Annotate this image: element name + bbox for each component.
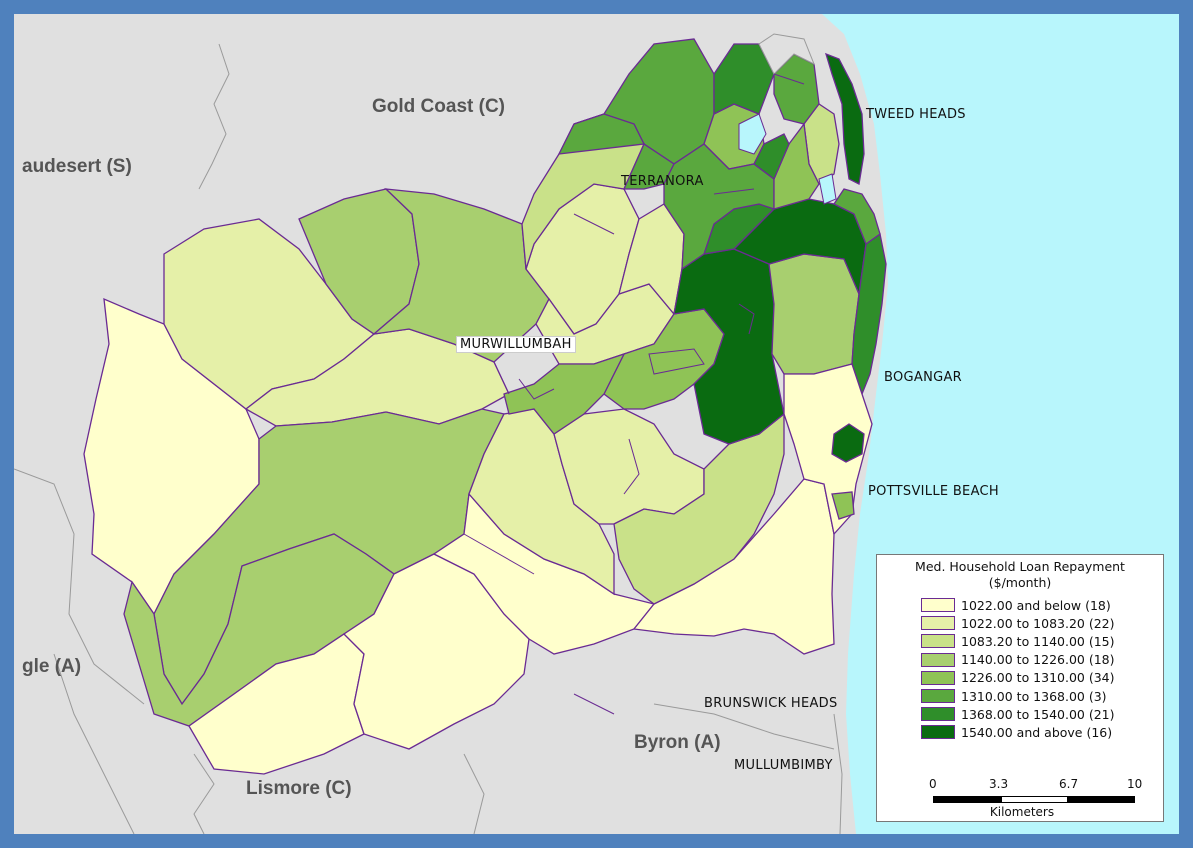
region-central-east[interactable] <box>613 412 785 605</box>
legend-swatch <box>921 707 955 722</box>
scale-segment <box>933 796 1003 803</box>
map-panel: Gold Coast (C) audesert (S) gle (A) Byro… <box>14 14 1179 834</box>
legend-row: 1022.00 and below (18) <box>921 596 1163 614</box>
legend-title: Med. Household Loan Repayment ($/month) <box>877 559 1163 591</box>
legend-row: 1226.00 to 1310.00 (34) <box>921 669 1163 687</box>
legend-rows: 1022.00 and below (18) 1022.00 to 1083.2… <box>921 596 1163 742</box>
region-south-coast[interactable] <box>783 363 873 536</box>
map-legend: Med. Household Loan Repayment ($/month) … <box>876 554 1164 822</box>
legend-swatch <box>921 652 955 667</box>
legend-swatch <box>921 616 955 631</box>
legend-label: 1022.00 and below (18) <box>961 597 1111 613</box>
internal-boundaries <box>463 73 805 715</box>
legend-row: 1140.00 to 1226.00 (18) <box>921 651 1163 669</box>
region-far-north-4[interactable] <box>713 43 775 116</box>
region-estuary[interactable] <box>753 133 790 181</box>
label-brunswick-heads: BRUNSWICK HEADS <box>704 696 838 711</box>
legend-label: 1140.00 to 1226.00 (18) <box>961 652 1115 668</box>
legend-label: 1083.20 to 1140.00 (15) <box>961 633 1115 649</box>
legend-swatch <box>921 689 955 704</box>
label-terranora: TERRANORA <box>621 174 704 189</box>
legend-title-line1: Med. Household Loan Repayment <box>915 559 1125 574</box>
label-byron: Byron (A) <box>634 732 721 753</box>
label-gold-coast: Gold Coast (C) <box>372 96 505 117</box>
region-pottsville[interactable] <box>831 423 865 463</box>
label-murwillumbah: MURWILLUMBAH <box>456 336 576 353</box>
scale-segment <box>1067 796 1135 803</box>
region-north-coast[interactable] <box>833 188 881 246</box>
label-mullumbimby: MULLUMBIMBY <box>734 758 833 773</box>
region-tweed-heads-4[interactable] <box>773 122 820 210</box>
legend-row: 1310.00 to 1368.00 (3) <box>921 687 1163 705</box>
neighbour-boundaries <box>14 43 843 834</box>
legend-title-line2: ($/month) <box>988 575 1052 590</box>
scale-unit: Kilometers <box>989 805 1055 819</box>
scale-tick: 6.7 <box>1059 777 1079 791</box>
scale-tick: 0 <box>929 777 937 791</box>
legend-row: 1083.20 to 1140.00 (15) <box>921 632 1163 650</box>
label-bogangar: BOGANGAR <box>884 370 963 385</box>
region-east[interactable] <box>768 253 860 375</box>
region-near-murwillumbah[interactable] <box>503 352 626 435</box>
region-pottsville-2[interactable] <box>831 491 855 520</box>
scale-tick: 10 <box>1127 777 1143 791</box>
legend-label: 1226.00 to 1310.00 (34) <box>961 670 1115 686</box>
estuary-water <box>738 113 767 155</box>
label-lismore: Lismore (C) <box>246 778 352 799</box>
legend-label: 1368.00 to 1540.00 (21) <box>961 706 1115 722</box>
legend-label: 1540.00 and above (16) <box>961 724 1113 740</box>
scale-bar: 0 3.3 6.7 10 Kilometers <box>897 777 1147 819</box>
label-tweed-heads: TWEED HEADS <box>866 107 966 122</box>
legend-label: 1310.00 to 1368.00 (3) <box>961 688 1107 704</box>
estuary-water-2 <box>818 173 837 205</box>
legend-row: 1540.00 and above (16) <box>921 723 1163 741</box>
legend-swatch <box>921 670 955 685</box>
region-tweed-heads-2[interactable] <box>824 52 865 185</box>
scale-segment <box>1001 796 1069 803</box>
legend-row: 1368.00 to 1540.00 (21) <box>921 705 1163 723</box>
legend-row: 1022.00 to 1083.20 (22) <box>921 614 1163 632</box>
legend-label: 1022.00 to 1083.20 (22) <box>961 615 1115 631</box>
scale-tick: 3.3 <box>989 777 1009 791</box>
legend-swatch <box>921 725 955 740</box>
legend-swatch <box>921 598 955 613</box>
region-terranora[interactable] <box>663 143 775 271</box>
label-kyogle: gle (A) <box>22 656 82 677</box>
legend-swatch <box>921 634 955 649</box>
region-south-2[interactable] <box>342 553 530 750</box>
label-beaudesert: audesert (S) <box>22 156 132 177</box>
tweed-shire-regions <box>83 33 887 775</box>
label-pottsville: POTTSVILLE BEACH <box>868 484 999 499</box>
